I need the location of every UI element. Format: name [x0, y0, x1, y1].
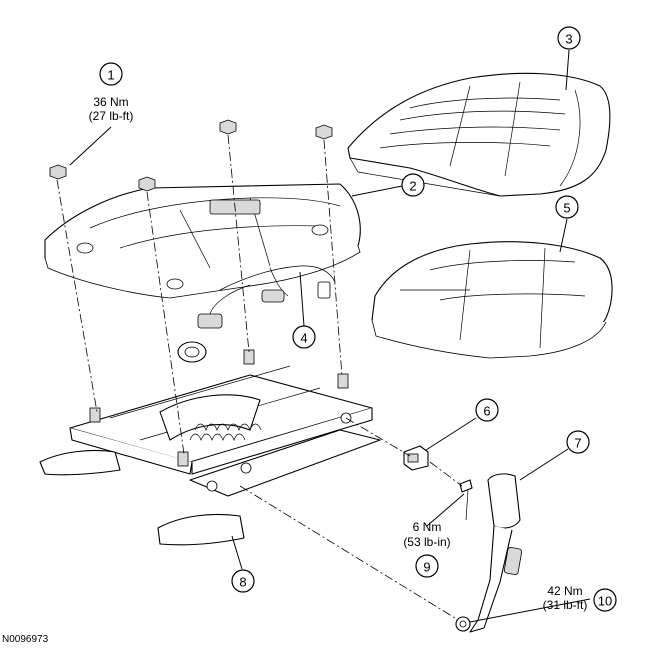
- alignment-lines: [56, 134, 463, 619]
- callout-8: 8: [231, 569, 255, 593]
- callout-9: 6 Nm (53 lb-in) 9: [403, 520, 451, 578]
- callout-2-number: 2: [409, 179, 416, 194]
- seat-cushion-pad: [371, 241, 613, 359]
- figure-id: N0096973: [2, 634, 49, 645]
- callout-9-torque-imperial: (53 lb-in): [403, 535, 450, 549]
- callout-7: 7: [566, 430, 590, 454]
- callout-1-torque-imperial: (27 lb-ft): [89, 109, 134, 123]
- callout-10-number: 10: [598, 594, 612, 609]
- callout-4: 4: [292, 325, 316, 349]
- callout-2: 2: [401, 173, 425, 197]
- callout-9-torque-metric: 6 Nm: [413, 520, 442, 534]
- callout-1: 1 36 Nm (27 lb-ft): [89, 62, 134, 123]
- retaining-nuts: [49, 119, 333, 192]
- callout-8-number: 8: [239, 575, 246, 590]
- seat-pan-frame: [44, 183, 361, 299]
- callout-3-number: 3: [565, 32, 572, 47]
- spring-coil: [189, 423, 262, 441]
- seat-track-assembly: [39, 341, 381, 546]
- callout-7-number: 7: [574, 436, 581, 451]
- callout-10-torque-metric: 42 Nm: [547, 584, 582, 598]
- callout-1-torque-metric: 36 Nm: [93, 95, 128, 109]
- wiring-harness: [197, 265, 336, 329]
- seat-belt-buckle: [455, 473, 523, 633]
- seat-belt-bracket: [403, 445, 429, 471]
- callout-4-number: 4: [300, 331, 307, 346]
- callout-1-number: 1: [107, 68, 114, 83]
- bolt: [459, 479, 473, 521]
- seat-cushion-cover: [347, 72, 611, 197]
- callout-10: 42 Nm (31 lb-ft) 10: [543, 584, 617, 612]
- callout-5-number: 5: [563, 201, 570, 216]
- leader-lines: [69, 49, 591, 623]
- callout-10-torque-imperial: (31 lb-ft): [543, 598, 588, 612]
- callout-6: 6: [475, 398, 499, 422]
- callout-9-number: 9: [423, 560, 430, 575]
- callout-6-number: 6: [483, 404, 490, 419]
- callout-5: 5: [555, 195, 579, 219]
- callout-3: 3: [557, 26, 581, 50]
